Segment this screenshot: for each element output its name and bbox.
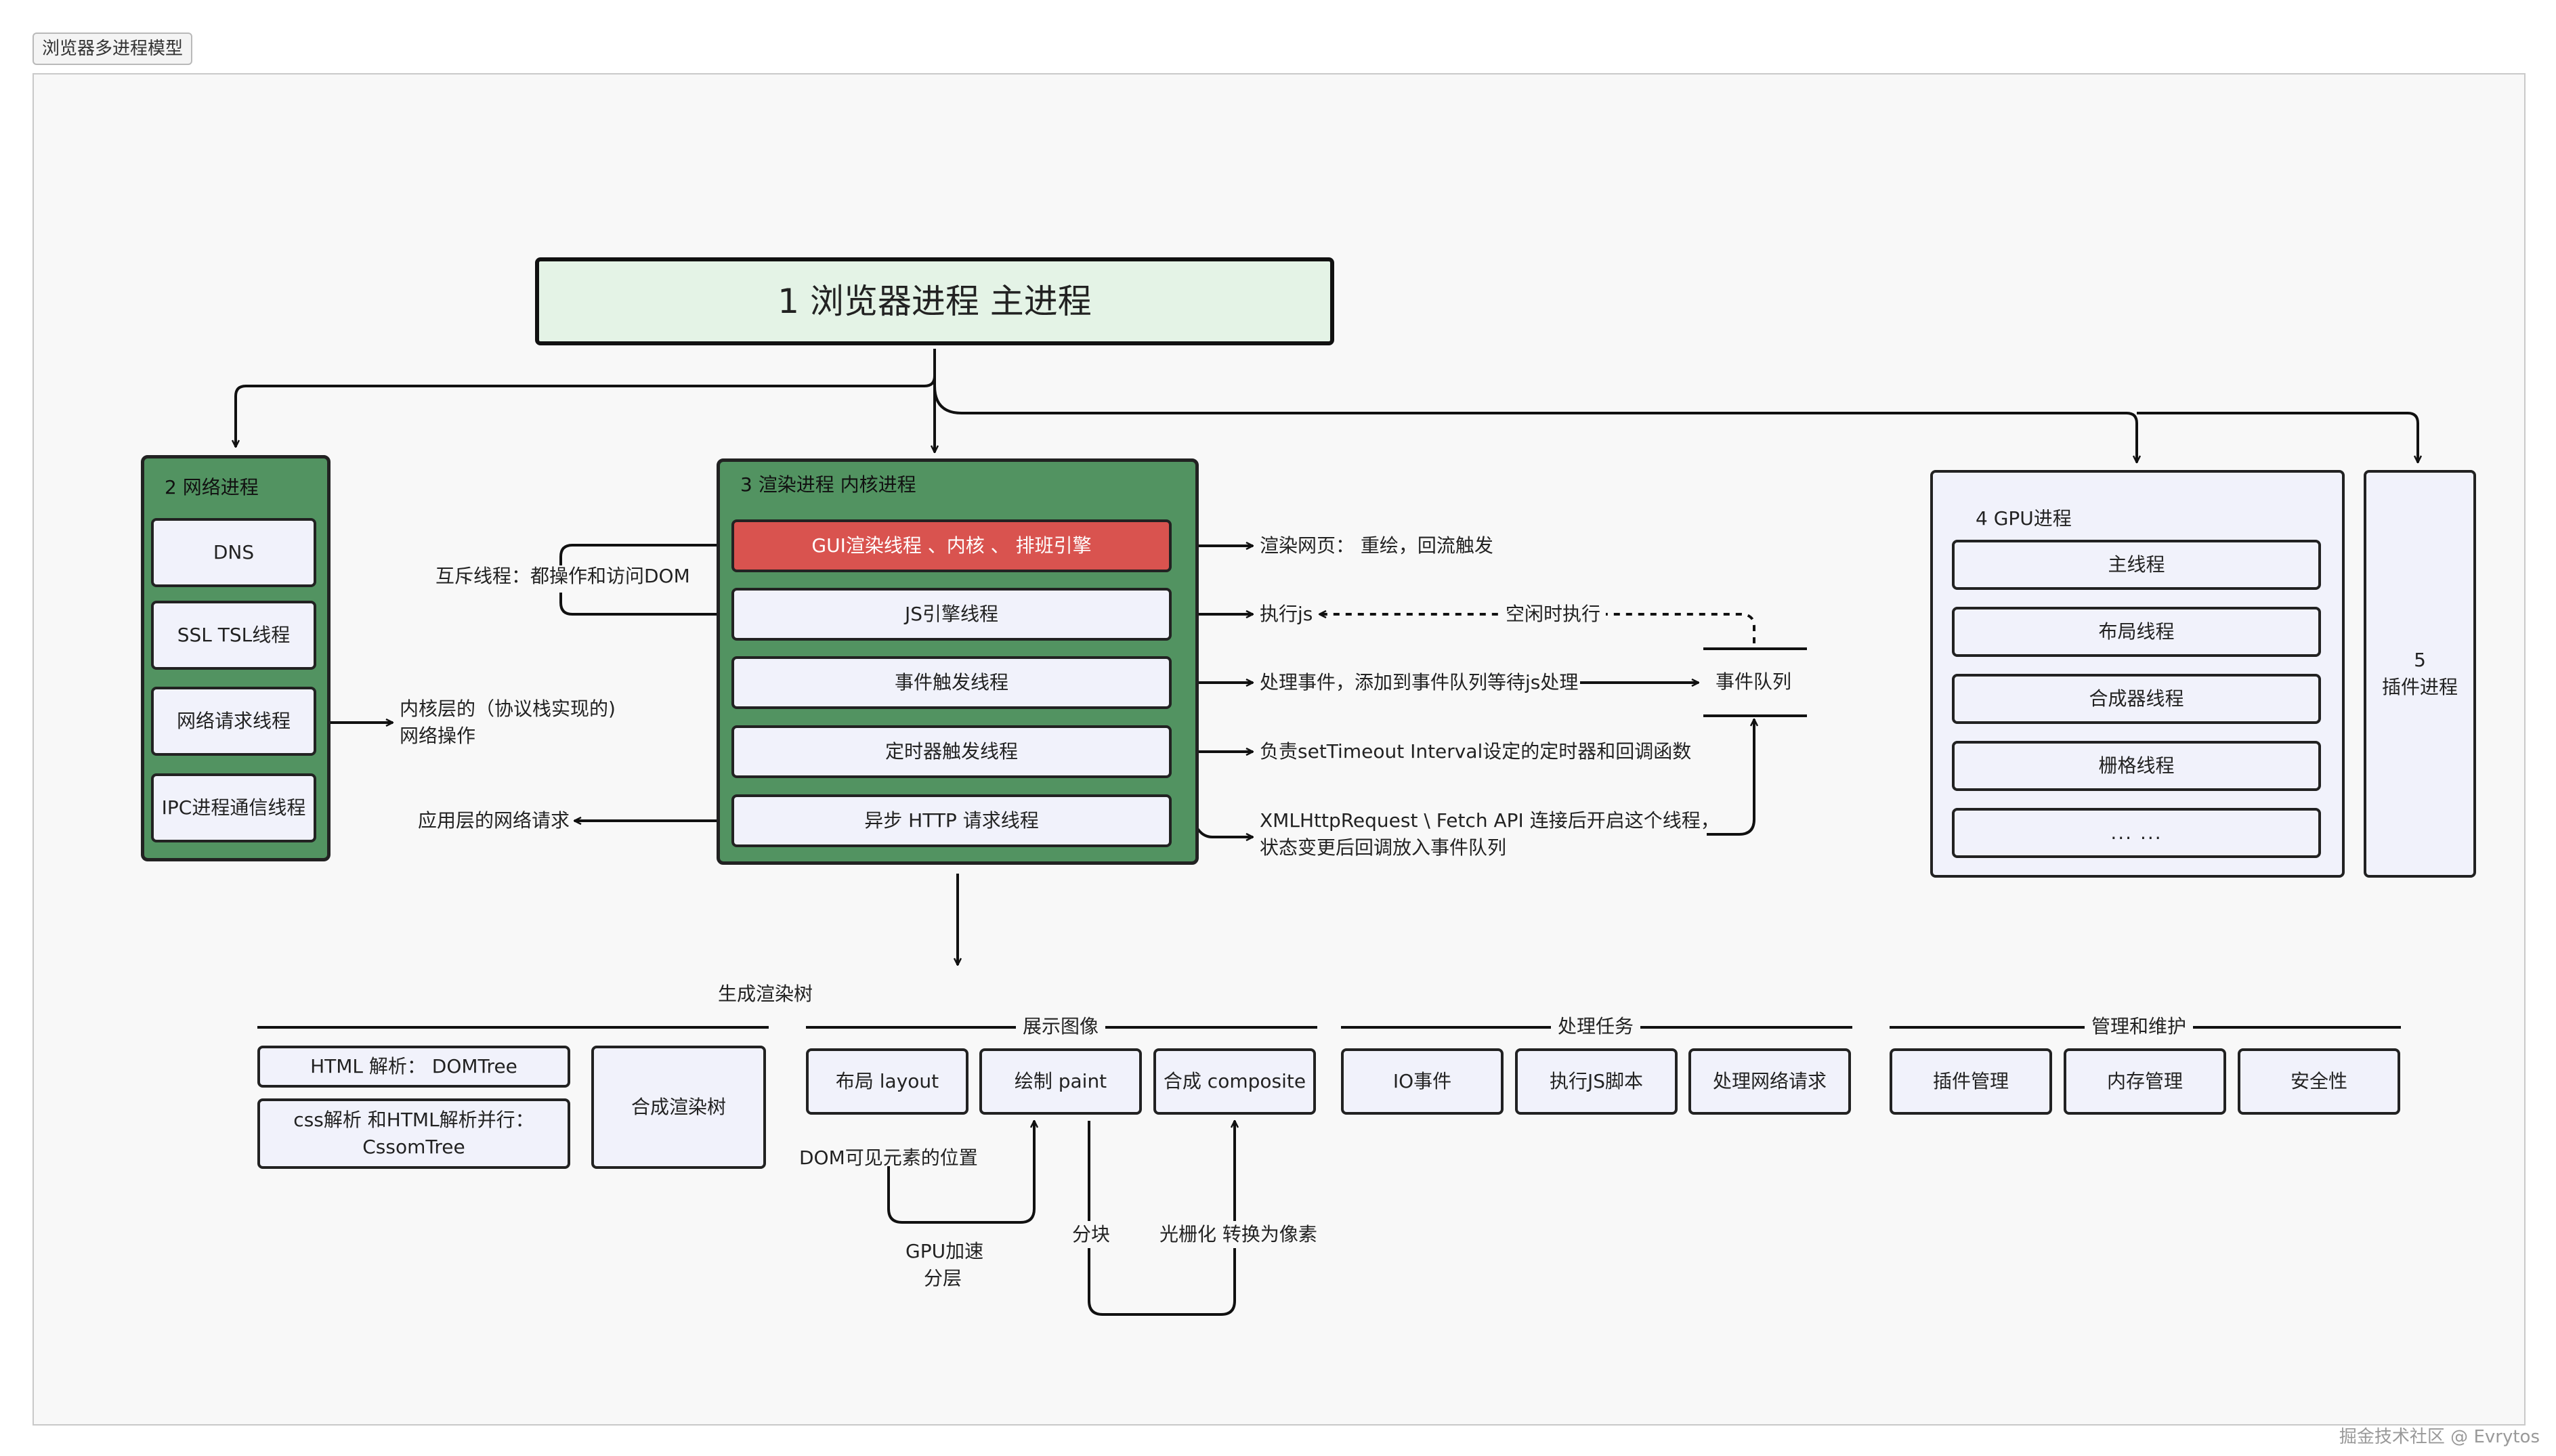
- task-group-title: 处理任务: [1551, 1013, 1641, 1040]
- gpu-item-layout-thread[interactable]: 布局线程: [1952, 607, 2321, 657]
- network-item-label: SSL TSL线程: [177, 624, 291, 646]
- network-item-label: DNS: [213, 541, 255, 563]
- idle-note: 空闲时执行: [1500, 601, 1606, 628]
- idle-dashed-arrow: [1319, 614, 1755, 643]
- main-to-network-arrow: [236, 349, 936, 447]
- display-item-layout[interactable]: 布局 layout: [806, 1048, 968, 1115]
- network-process-title: 2 网络进程: [165, 476, 259, 498]
- render-tree-group-title: 生成渲染树: [718, 983, 813, 1005]
- plugin-process-label: 插件进程: [2381, 676, 2458, 698]
- raster-arrow: [1088, 1121, 1235, 1316]
- plugin-process[interactable]: 5 插件进程: [2364, 470, 2476, 878]
- render-thread-http[interactable]: 异步 HTTP 请求线程: [731, 794, 1172, 847]
- manage-item-label: 内存管理: [2106, 1070, 2183, 1092]
- render-thread-timer[interactable]: 定时器触发线程: [731, 725, 1172, 778]
- display-item-composite[interactable]: 合成 composite: [1153, 1048, 1316, 1115]
- render-thread-label: 异步 HTTP 请求线程: [864, 809, 1039, 832]
- main-process-label: 1 浏览器进程 主进程: [778, 282, 1092, 321]
- compose-render-tree-label: 合成渲染树: [631, 1096, 726, 1118]
- gpu-accel-note-line1: GPU加速: [906, 1240, 984, 1262]
- main-to-plugin-arrow: [2137, 412, 2418, 463]
- gpu-accel-note-line2: 分层: [923, 1267, 962, 1289]
- mutex-bracket-lower: [559, 593, 726, 614]
- gpu-item-label: 主线程: [2108, 553, 2165, 576]
- network-note-line1: 内核层的（协议栈实现的): [400, 698, 616, 720]
- network-note-line2: 网络操作: [400, 725, 476, 747]
- gpu-item-label: 合成器线程: [2089, 687, 2184, 710]
- render-thread-label: GUI渲染线程 、内核 、 排班引擎: [811, 534, 1092, 557]
- gui-note: 渲染网页： 重绘，回流触发: [1260, 534, 1493, 557]
- app-layer-request-note: 应用层的网络请求: [418, 809, 570, 832]
- display-group-title: 展示图像: [1016, 1013, 1106, 1040]
- css-parse-label-2: CssomTree: [362, 1136, 465, 1158]
- render-process-title: 3 渲染进程 内核进程: [740, 473, 916, 496]
- http-note-line1: XMLHttpRequest \ Fetch API 连接后开启这个线程，: [1260, 809, 1720, 832]
- browser-main-process[interactable]: 1 浏览器进程 主进程: [535, 257, 1334, 345]
- render-thread-gui[interactable]: GUI渲染线程 、内核 、 排班引擎: [731, 519, 1172, 572]
- gpu-item-label: 布局线程: [2098, 620, 2175, 643]
- display-item-label: 布局 layout: [835, 1070, 939, 1092]
- render-thread-label: 定时器触发线程: [885, 740, 1018, 763]
- frame-title[interactable]: 浏览器多进程模型: [33, 33, 193, 65]
- dom-position-note: DOM可见元素的位置: [799, 1147, 978, 1169]
- display-item-label: 合成 composite: [1163, 1070, 1306, 1092]
- manage-item-label: 插件管理: [1932, 1070, 2009, 1092]
- render-thread-label: JS引擎线程: [904, 603, 999, 625]
- display-item-label: 绘制 paint: [1014, 1070, 1107, 1092]
- manage-item-plugin[interactable]: 插件管理: [1890, 1048, 2052, 1115]
- main-to-gpu-arrow: [933, 385, 2137, 463]
- task-item-label: 处理网络请求: [1712, 1070, 1827, 1092]
- js-note: 执行js: [1260, 603, 1313, 625]
- event-note: 处理事件，添加到事件队列等待js处理: [1260, 671, 1579, 693]
- network-item-label: 网络请求线程: [176, 710, 291, 732]
- mutex-note: 互斥线程：都操作和访问DOM: [435, 565, 690, 587]
- render-thread-js[interactable]: JS引擎线程: [731, 588, 1172, 641]
- manage-group-title: 管理和维护: [2085, 1013, 2194, 1040]
- timer-note: 负责setTimeout Interval设定的定时器和回调函数: [1260, 740, 1692, 763]
- task-item-label: 执行JS脚本: [1549, 1070, 1644, 1092]
- network-item-dns[interactable]: DNS: [151, 518, 316, 587]
- task-item-network[interactable]: 处理网络请求: [1688, 1048, 1851, 1115]
- network-item-request-thread[interactable]: 网络请求线程: [151, 687, 316, 756]
- task-item-js[interactable]: 执行JS脚本: [1515, 1048, 1678, 1115]
- css-parse-box[interactable]: css解析 和HTML解析并行： CssomTree: [257, 1098, 570, 1169]
- manage-item-memory[interactable]: 内存管理: [2064, 1048, 2226, 1115]
- http-note-line2: 状态变更后回调放入事件队列: [1260, 836, 1507, 859]
- event-queue[interactable]: 事件队列: [1716, 670, 1792, 693]
- gpu-item-label: 栅格线程: [2098, 754, 2175, 777]
- display-item-paint[interactable]: 绘制 paint: [979, 1048, 1142, 1115]
- render-thread-event[interactable]: 事件触发线程: [731, 656, 1172, 709]
- gpu-item-label: ... ...: [2110, 821, 2163, 844]
- mutex-bracket: [559, 544, 721, 565]
- task-item-label: IO事件: [1392, 1070, 1452, 1092]
- watermark: 掘金技术社区 @ Evrytos: [2339, 1427, 2540, 1447]
- html-parse-box[interactable]: HTML 解析： DOMTree: [257, 1046, 570, 1088]
- gpu-process-title: 4 GPU进程: [1976, 507, 2072, 530]
- gpu-item-compositor-thread[interactable]: 合成器线程: [1952, 674, 2321, 724]
- css-parse-label: css解析 和HTML解析并行：: [293, 1109, 534, 1131]
- task-item-io[interactable]: IO事件: [1341, 1048, 1504, 1115]
- manage-item-security[interactable]: 安全性: [2238, 1048, 2400, 1115]
- network-item-ssl[interactable]: SSL TSL线程: [151, 601, 316, 670]
- manage-item-label: 安全性: [2290, 1070, 2347, 1092]
- http-to-queue-arrow: [1707, 719, 1754, 836]
- tiling-note: 分块: [1069, 1221, 1113, 1248]
- gpu-item-more[interactable]: ... ...: [1952, 808, 2321, 858]
- network-item-label: IPC进程通信线程: [161, 796, 306, 819]
- render-thread-label: 事件触发线程: [894, 671, 1008, 693]
- gpu-accel-arrow: [887, 1121, 1034, 1224]
- raster-note: 光栅化 转换为像素: [1157, 1221, 1320, 1248]
- gpu-item-raster-thread[interactable]: 栅格线程: [1952, 741, 2321, 791]
- compose-render-tree-box[interactable]: 合成渲染树: [591, 1046, 766, 1169]
- gpu-item-main-thread[interactable]: 主线程: [1952, 540, 2321, 590]
- plugin-process-number: 5: [2414, 649, 2426, 671]
- network-item-ipc[interactable]: IPC进程通信线程: [151, 773, 316, 842]
- html-parse-label: HTML 解析： DOMTree: [310, 1055, 517, 1077]
